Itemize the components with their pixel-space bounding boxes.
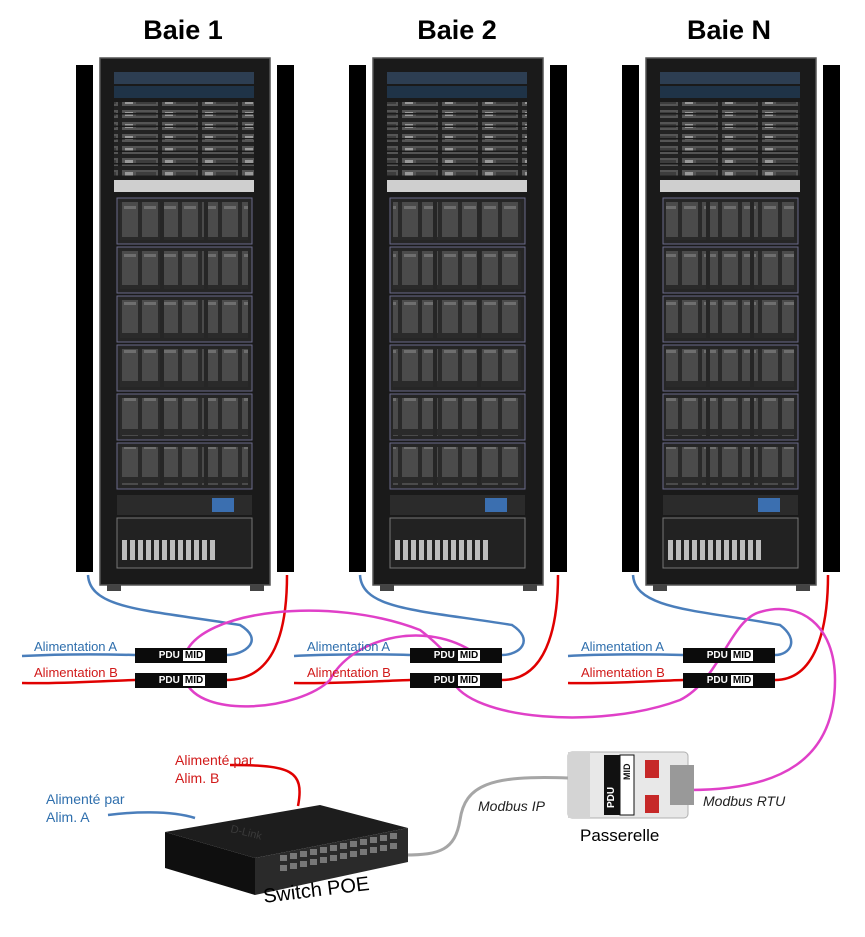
switch-powered-a-line2: Alim. A — [46, 809, 90, 825]
feed-b-cables — [21, 574, 830, 807]
rack-title-2: Baie 2 — [417, 15, 497, 45]
pdu-label-mid: MID — [730, 675, 754, 686]
pdu-label: PDU — [433, 675, 455, 686]
pdu-label-mid: MID — [457, 650, 481, 661]
pdu-label-mid: MID — [182, 675, 206, 686]
switch-powered-b-line2: Alim. B — [175, 770, 220, 786]
feed-b-label-rackn: Alimentation B — [581, 665, 665, 680]
server-rack-2 — [349, 57, 567, 591]
switch-powered-a-label: Alimenté par Alim. A — [46, 790, 125, 826]
feed-a-label-rack1: Alimentation A — [34, 639, 118, 654]
server-rack-3 — [622, 57, 840, 591]
pdu-label: PDU — [433, 650, 455, 661]
modbus-ip-label: Modbus IP — [478, 798, 545, 814]
pdu-label: PDU — [158, 650, 180, 661]
feed-b-label-rack1: Alimentation B — [34, 665, 118, 680]
switch-feed-a-cable — [107, 811, 196, 820]
gateway-device: PDU MID — [567, 751, 694, 819]
ethernet-cables — [404, 776, 569, 857]
rack-title-1: Baie 1 — [143, 15, 223, 45]
switch-powered-b-label: Alimenté par Alim. B — [175, 751, 254, 787]
feed-b-label-rack2: Alimentation B — [307, 665, 391, 680]
svg-text:PDU: PDU — [606, 787, 617, 808]
pdu-label: PDU — [158, 675, 180, 686]
server-rack-1 — [76, 57, 294, 591]
pdu-label-mid: MID — [182, 650, 206, 661]
feed-a-cables — [21, 574, 793, 658]
feed-a-label-rack2: Alimentation A — [307, 639, 391, 654]
gateway-label: Passerelle — [580, 826, 660, 845]
feed-a-label-rackn: Alimentation A — [581, 639, 665, 654]
svg-text:MID: MID — [622, 763, 632, 780]
rack-title-n: Baie N — [686, 15, 772, 45]
switch-powered-a-line1: Alimenté par — [46, 791, 125, 807]
pdu-label: PDU — [706, 650, 728, 661]
switch-powered-b-line1: Alimenté par — [175, 752, 254, 768]
pdu-label: PDU — [706, 675, 728, 686]
modbus-rtu-cables — [183, 607, 837, 792]
pdu-label-mid: MID — [730, 650, 754, 661]
pdu-label-mid: MID — [457, 675, 481, 686]
modbus-rtu-label: Modbus RTU — [703, 793, 786, 809]
switch-device: D-Link — [165, 805, 408, 895]
